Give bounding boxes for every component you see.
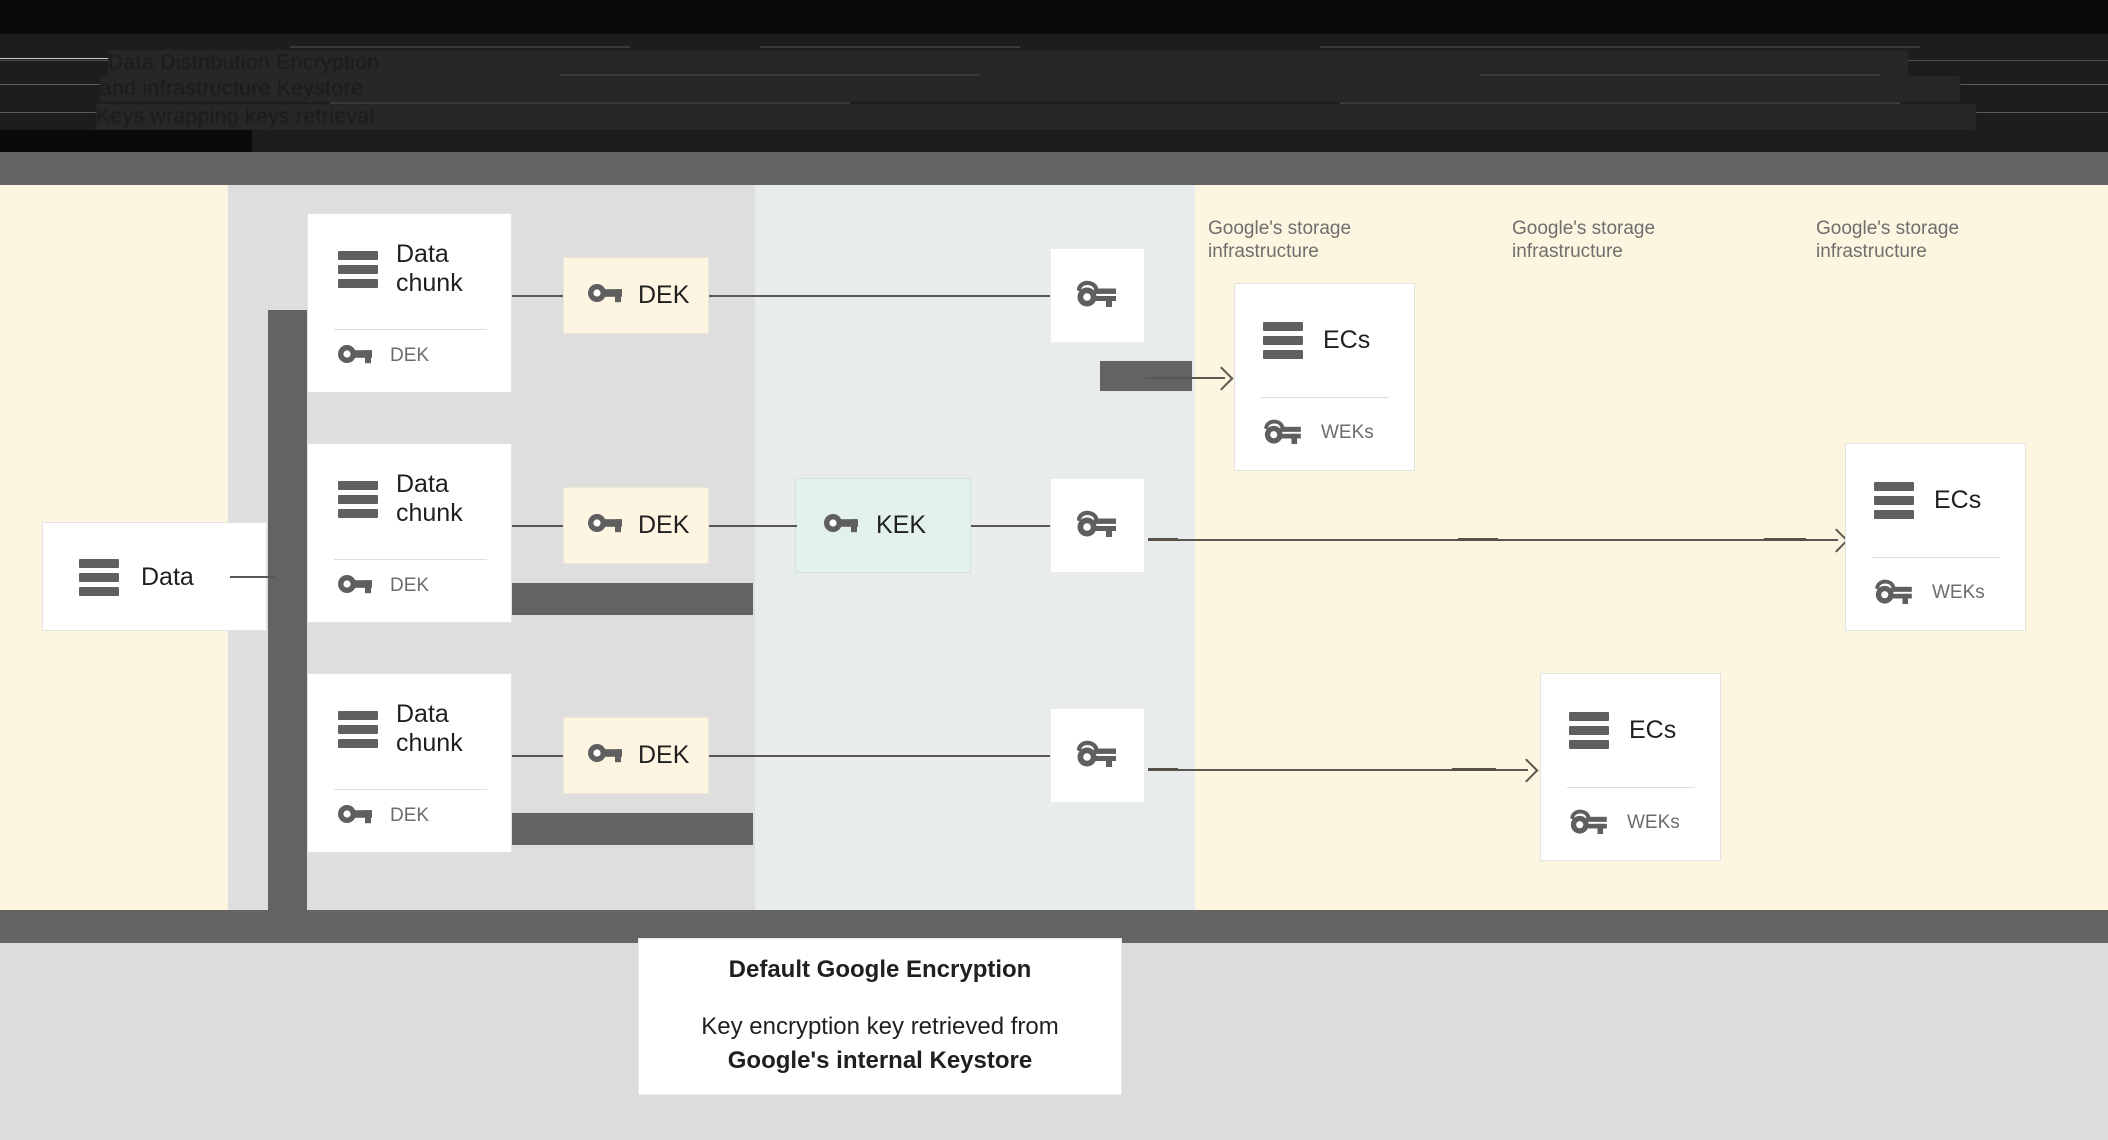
wire-data-to-trunk bbox=[230, 576, 275, 578]
key-icon bbox=[824, 513, 858, 538]
infra-label-1: Google's storage infrastructure bbox=[1208, 218, 1352, 262]
infra-label-3: Google's storage infrastructure bbox=[1816, 218, 1960, 262]
header-bottom-strip bbox=[0, 152, 2108, 185]
obscured-header-line-2: and infrastructure Keystore bbox=[100, 76, 1960, 102]
arrow-line-seg-b-ecs-2 bbox=[1458, 538, 1498, 541]
card-divider bbox=[1872, 557, 2000, 558]
tile-dek-label: DEK bbox=[638, 741, 690, 769]
key-icon bbox=[338, 804, 372, 829]
card-ecs-3[interactable]: ECs WEKs bbox=[1540, 673, 1721, 861]
card-ecs-key-label: WEKs bbox=[1627, 812, 1680, 833]
wrapped-key-icon bbox=[1874, 577, 1916, 610]
infra-label-2: Google's storage infrastructure bbox=[1512, 218, 1656, 262]
server-icon bbox=[1569, 711, 1609, 749]
caption-body-strong: Google's internal Keystore bbox=[727, 1046, 1033, 1074]
wrapped-key-icon bbox=[1076, 278, 1120, 313]
caption-title: Default Google Encryption bbox=[728, 955, 1032, 983]
wrapped-key-icon bbox=[1569, 807, 1611, 840]
key-icon bbox=[338, 344, 372, 369]
tile-dek-label: DEK bbox=[638, 281, 690, 309]
card-ecs-title: ECs bbox=[1629, 715, 1677, 744]
key-icon bbox=[588, 283, 622, 308]
caption-area: Default Google Encryption Key encryption… bbox=[0, 938, 2108, 1140]
arrow-line-seg-c-ecs-2 bbox=[1764, 538, 1806, 541]
card-divider bbox=[334, 559, 487, 560]
card-chunk-title: Data chunk bbox=[396, 240, 463, 297]
tile-kek[interactable]: KEK bbox=[795, 478, 971, 573]
card-divider bbox=[1261, 397, 1389, 398]
wire-kek-in bbox=[755, 525, 797, 527]
key-icon bbox=[588, 743, 622, 768]
wrapped-key-icon bbox=[1076, 738, 1120, 773]
server-icon bbox=[1263, 321, 1303, 359]
tile-wrapped-key-1[interactable] bbox=[1050, 248, 1145, 343]
header-notch bbox=[0, 130, 252, 152]
arrow-line-to-ecs-1 bbox=[1145, 377, 1225, 379]
wire-chunk2-to-dek2 bbox=[512, 525, 572, 527]
server-icon bbox=[79, 559, 119, 596]
card-chunk-title: Data chunk bbox=[396, 700, 463, 757]
card-chunk-key-label: DEK bbox=[390, 575, 430, 596]
obscured-header-line-1: Data Distribution Encryption bbox=[108, 50, 1908, 76]
card-chunk-title: Data chunk bbox=[396, 470, 463, 527]
obscured-header-bar: Data Distribution Encryption and infrast… bbox=[0, 0, 2108, 152]
card-data-chunk-1[interactable]: Data chunk DEK bbox=[307, 213, 512, 393]
tile-dek-1[interactable]: DEK bbox=[563, 257, 709, 334]
card-data-chunk-3[interactable]: Data chunk DEK bbox=[307, 673, 512, 853]
tile-wrapped-key-2[interactable] bbox=[1050, 478, 1145, 573]
arrow-line-seg-a-ecs-2 bbox=[1148, 538, 1178, 541]
card-ecs-key-label: WEKs bbox=[1932, 582, 1985, 603]
diagram-bottom-strip bbox=[0, 910, 2108, 943]
server-icon bbox=[338, 480, 378, 518]
card-divider bbox=[334, 789, 487, 790]
caption-body-lead: Key encryption key retrieved from bbox=[701, 1012, 1059, 1040]
wire-dek1-to-wek1 bbox=[709, 295, 1050, 297]
wire-chunk3-to-dek3 bbox=[512, 755, 572, 757]
wrapped-key-icon bbox=[1076, 508, 1120, 543]
server-icon bbox=[338, 710, 378, 748]
card-chunk-key-label: DEK bbox=[390, 345, 430, 366]
distribution-trunk-vertical bbox=[268, 310, 307, 955]
obscured-header-line-3: Keys wrapping keys retrieval bbox=[96, 104, 1976, 130]
key-icon bbox=[588, 513, 622, 538]
tile-wrapped-key-3[interactable] bbox=[1050, 708, 1145, 803]
server-icon bbox=[338, 250, 378, 288]
wire-chunk1-to-dek1 bbox=[512, 295, 572, 297]
card-chunk-key-label: DEK bbox=[390, 805, 430, 826]
arrow-thick-stub-to-ecs-1 bbox=[1100, 361, 1192, 391]
card-ecs-title: ECs bbox=[1323, 325, 1371, 354]
caption-body: Key encryption key retrieved from Google… bbox=[701, 1010, 1058, 1078]
tile-dek-label: DEK bbox=[638, 511, 690, 539]
tile-dek-2[interactable]: DEK bbox=[563, 487, 709, 564]
card-ecs-2[interactable]: ECs WEKs bbox=[1845, 443, 2026, 631]
wire-dek3-to-wek3 bbox=[709, 755, 1050, 757]
card-divider bbox=[334, 329, 487, 330]
key-icon bbox=[338, 574, 372, 599]
tile-kek-label: KEK bbox=[876, 511, 927, 539]
tile-dek-3[interactable]: DEK bbox=[563, 717, 709, 794]
arrow-line-seg-a-ecs-3 bbox=[1148, 768, 1178, 771]
card-data-title: Data bbox=[141, 563, 194, 591]
card-data[interactable]: Data bbox=[42, 522, 267, 631]
diagram-canvas: Data Data chunk bbox=[0, 185, 2108, 955]
card-ecs-title: ECs bbox=[1934, 485, 1982, 514]
card-data-chunk-2[interactable]: Data chunk DEK bbox=[307, 443, 512, 623]
card-ecs-1[interactable]: ECs WEKs bbox=[1234, 283, 1415, 471]
caption-card: Default Google Encryption Key encryption… bbox=[638, 938, 1122, 1095]
arrow-line-to-ecs-3 bbox=[1148, 769, 1528, 771]
wrapped-key-icon bbox=[1263, 417, 1305, 450]
server-icon bbox=[1874, 481, 1914, 519]
card-divider bbox=[1567, 787, 1695, 788]
arrow-line-seg-b-ecs-3 bbox=[1452, 768, 1496, 771]
card-ecs-key-label: WEKs bbox=[1321, 422, 1374, 443]
